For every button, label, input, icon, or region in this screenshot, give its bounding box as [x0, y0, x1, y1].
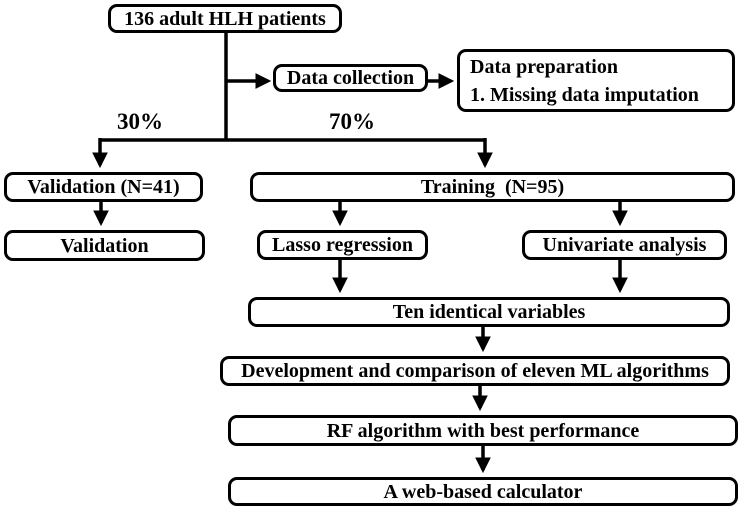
- node-patients: 136 adult HLH patients: [108, 4, 342, 33]
- node-lasso-regression-label: Lasso regression: [272, 234, 413, 256]
- node-data-preparation-line1: Data preparation: [470, 55, 618, 78]
- node-ten-identical-variables: Ten identical variables: [248, 297, 730, 327]
- node-training-n95: Training (N=95): [250, 172, 735, 202]
- node-validation-label: Validation: [60, 234, 149, 257]
- node-data-preparation-line2: 1. Missing data imputation: [470, 83, 699, 106]
- node-web-based-calculator-label: A web-based calculator: [383, 480, 583, 503]
- node-validation: Validation: [4, 230, 205, 261]
- node-rf-best-performance: RF algorithm with best performance: [228, 415, 738, 446]
- node-ten-identical-variables-label: Ten identical variables: [392, 301, 586, 323]
- node-development-comparison-label: Development and comparison of eleven ML …: [241, 360, 709, 382]
- node-rf-best-performance-label: RF algorithm with best performance: [326, 419, 640, 442]
- node-validation-n41: Validation (N=41): [4, 172, 203, 202]
- node-univariate-analysis: Univariate analysis: [522, 230, 727, 260]
- node-data-preparation: Data preparation 1. Missing data imputat…: [457, 49, 735, 112]
- node-lasso-regression: Lasso regression: [257, 230, 428, 260]
- node-training-n95-label: Training (N=95): [420, 176, 565, 198]
- node-development-comparison: Development and comparison of eleven ML …: [220, 356, 730, 386]
- node-univariate-analysis-label: Univariate analysis: [542, 234, 707, 256]
- node-data-collection: Data collection: [273, 64, 428, 92]
- label-split-70pct: 70%: [329, 109, 375, 134]
- node-validation-n41-label: Validation (N=41): [27, 176, 180, 198]
- node-web-based-calculator: A web-based calculator: [228, 477, 738, 506]
- node-patients-label: 136 adult HLH patients: [124, 7, 326, 30]
- label-split-30pct: 30%: [117, 109, 163, 134]
- node-data-collection-label: Data collection: [286, 67, 415, 89]
